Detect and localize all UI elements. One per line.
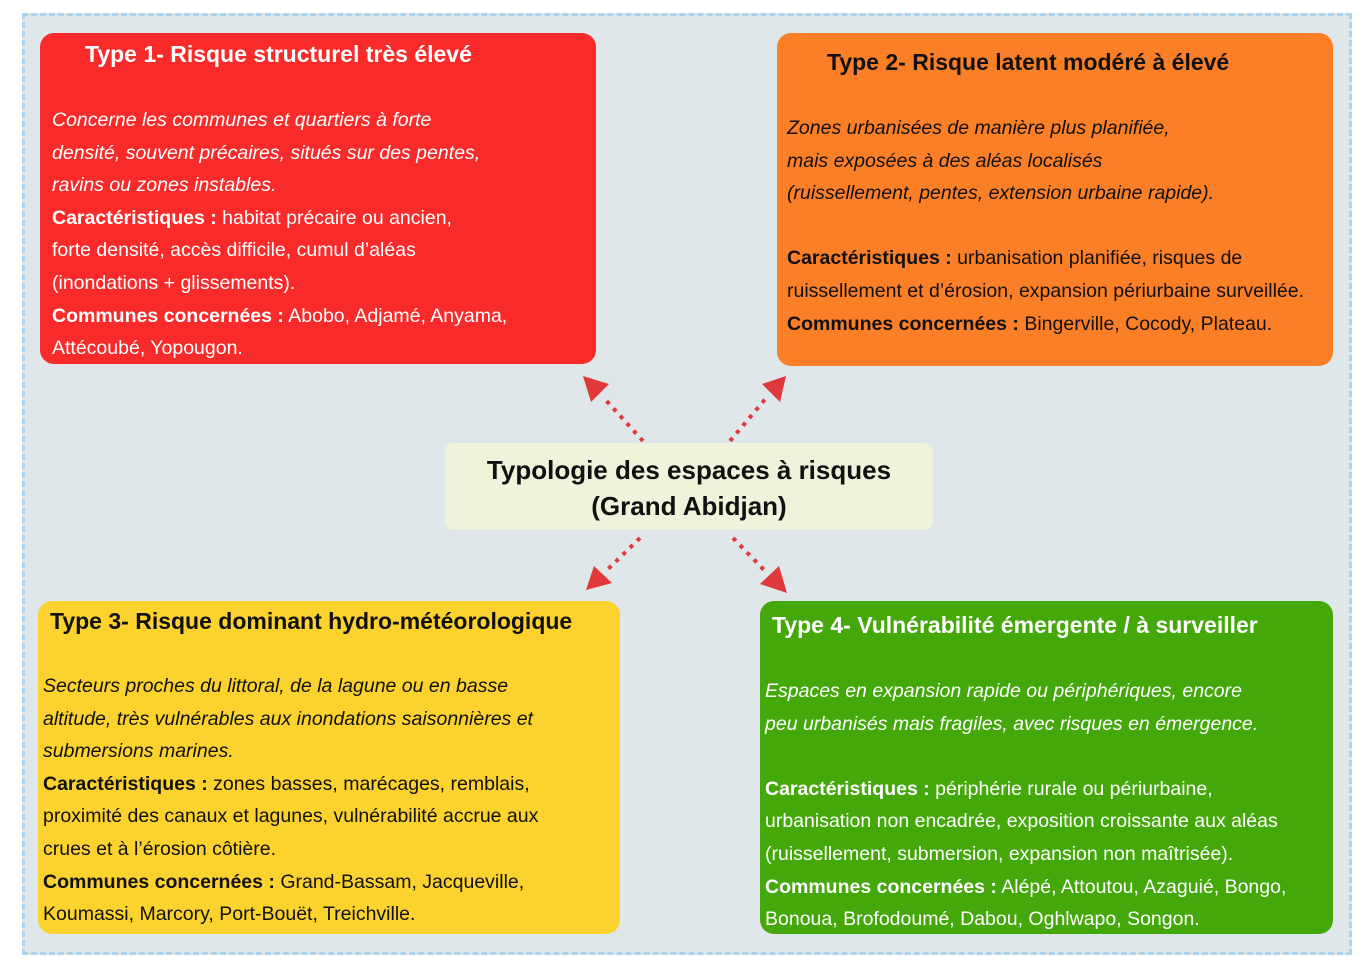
description-text: Secteurs proches du littoral, de la lagu… <box>43 675 509 697</box>
description-text: Concerne les communes et quartiers à for… <box>52 109 432 131</box>
arrowhead-type3 <box>586 566 612 590</box>
arrowhead-type2 <box>762 376 786 402</box>
text-line: Caractéristiques : urbanisation planifié… <box>787 242 1304 275</box>
description-text: peu urbanisés mais fragiles, avec risque… <box>765 712 1259 735</box>
field-label: Caractéristiques : <box>787 247 952 270</box>
field-value: zones basses, marécages, remblais, <box>207 772 530 795</box>
central-topic: Typologie des espaces à risques (Grand A… <box>445 443 933 530</box>
field-value: habitat précaire ou ancien, <box>216 206 452 229</box>
field-value: crues et à l’érosion côtière. <box>43 837 277 860</box>
description-text: Espaces en expansion rapide ou périphéri… <box>765 680 1242 702</box>
field-value: Abobo, Adjamé, Anyama, <box>283 304 508 327</box>
type4-title: Type 4- Vulnérabilité émergente / à surv… <box>772 612 1258 638</box>
description-text: Zones urbanisées de manière plus planifi… <box>787 117 1170 139</box>
field-label: Communes concernées : <box>787 312 1019 335</box>
text-line: mais exposées à des aléas localisés <box>787 145 1304 178</box>
description-text: (ruissellement, pentes, extension urbain… <box>787 182 1215 205</box>
type3-title: Type 3- Risque dominant hydro-météorolog… <box>50 608 573 634</box>
text-line: Bonoua, Brofodoumé, Dabou, Oghlwapo, Son… <box>765 903 1286 936</box>
type2-body: Zones urbanisées de manière plus planifi… <box>787 112 1304 340</box>
description-text: densité, souvent précaires, situés sur d… <box>52 141 481 164</box>
arrowhead-type4 <box>760 566 787 593</box>
text-line: crues et à l’érosion côtière. <box>43 833 538 866</box>
text-line: forte densité, accès difficile, cumul d’… <box>52 234 507 267</box>
field-label: Caractéristiques : <box>52 206 217 229</box>
arrow-to-type4 <box>731 536 768 574</box>
text-line <box>787 210 1304 243</box>
text-line: Communes concernées : Bingerville, Cocod… <box>787 308 1304 341</box>
text-line <box>765 740 1286 773</box>
description-text: mais exposées à des aléas localisés <box>787 149 1103 172</box>
text-line: Communes concernées : Abobo, Adjamé, Any… <box>52 300 507 333</box>
type4-box: Type 4- Vulnérabilité émergente / à surv… <box>760 601 1333 934</box>
text-line: (ruissellement, submersion, expansion no… <box>765 838 1286 871</box>
text-line: urbanisation non encadrée, exposition cr… <box>765 805 1286 838</box>
arrowhead-type1 <box>583 376 609 402</box>
field-value: (ruissellement, submersion, expansion no… <box>765 842 1234 865</box>
field-value: urbanisation non encadrée, exposition cr… <box>765 810 1278 833</box>
field-label: Caractéristiques : <box>43 772 208 795</box>
text-line: (ruissellement, pentes, extension urbain… <box>787 177 1304 210</box>
field-value: (inondations + glissements). <box>52 271 296 294</box>
text-line: proximité des canaux et lagunes, vulnéra… <box>43 800 538 833</box>
field-value: urbanisation planifiée, risques de <box>951 247 1243 270</box>
text-line: altitude, très vulnérables aux inondatio… <box>43 703 538 736</box>
arrow-to-type3 <box>603 536 642 574</box>
type2-box: Type 2- Risque latent modéré à élevé Zon… <box>777 33 1333 366</box>
field-value: forte densité, accès difficile, cumul d’… <box>52 239 416 262</box>
text-line: Communes concernées : Grand-Bassam, Jacq… <box>43 866 538 899</box>
description-text: ravins ou zones instables. <box>52 174 277 197</box>
text-line: Attécoubé, Yopougon. <box>52 332 507 365</box>
field-value: Koumassi, Marcory, Port-Bouët, Treichvil… <box>43 903 416 926</box>
text-line: ruissellement et d’érosion, expansion pé… <box>787 275 1304 308</box>
type1-title: Type 1- Risque structurel très élevé <box>85 41 472 67</box>
field-label: Communes concernées : <box>52 304 284 327</box>
field-label: Communes concernées : <box>43 870 275 893</box>
text-line: Caractéristiques : périphérie rurale ou … <box>765 773 1286 806</box>
field-value: Grand-Bassam, Jacqueville, <box>274 870 525 893</box>
type1-body: Concerne les communes et quartiers à for… <box>52 104 507 365</box>
field-value: Attécoubé, Yopougon. <box>52 337 243 360</box>
description-text: altitude, très vulnérables aux inondatio… <box>43 707 533 730</box>
field-value: périphérie rurale ou périurbaine, <box>929 777 1213 800</box>
arrow-to-type2 <box>728 395 769 443</box>
text-line: Caractéristiques : habitat précaire ou a… <box>52 202 507 235</box>
text-line: Caractéristiques : zones basses, marécag… <box>43 768 538 801</box>
field-value: proximité des canaux et lagunes, vulnéra… <box>43 805 539 828</box>
text-line: Espaces en expansion rapide ou périphéri… <box>765 675 1286 708</box>
field-label: Communes concernées : <box>765 875 997 898</box>
type4-body: Espaces en expansion rapide ou périphéri… <box>765 675 1286 936</box>
type1-box: Type 1- Risque structurel très élevé Con… <box>40 33 596 364</box>
field-label: Caractéristiques : <box>765 777 930 800</box>
text-line: peu urbanisés mais fragiles, avec risque… <box>765 708 1286 741</box>
text-line: submersions marines. <box>43 735 538 768</box>
text-line: Zones urbanisées de manière plus planifi… <box>787 112 1304 145</box>
type2-title: Type 2- Risque latent modéré à élevé <box>827 49 1230 75</box>
arrow-to-type1 <box>601 395 645 443</box>
field-value: ruissellement et d’érosion, expansion pé… <box>787 279 1305 302</box>
text-line: Koumassi, Marcory, Port-Bouët, Treichvil… <box>43 898 538 931</box>
text-line: (inondations + glissements). <box>52 267 507 300</box>
text-line: ravins ou zones instables. <box>52 169 507 202</box>
text-line: Secteurs proches du littoral, de la lagu… <box>43 670 538 703</box>
text-line: Communes concernées : Alépé, Attoutou, A… <box>765 871 1286 904</box>
text-line: densité, souvent précaires, situés sur d… <box>52 137 507 170</box>
field-value: Bonoua, Brofodoumé, Dabou, Oghlwapo, Son… <box>765 908 1200 931</box>
type3-box: Type 3- Risque dominant hydro-météorolog… <box>38 601 620 934</box>
field-value: Bingerville, Cocody, Plateau. <box>1018 312 1273 335</box>
type3-body: Secteurs proches du littoral, de la lagu… <box>43 670 538 931</box>
description-text: submersions marines. <box>43 740 234 763</box>
central-topic-line2: (Grand Abidjan) <box>591 491 787 521</box>
field-value: Alépé, Attoutou, Azaguié, Bongo, <box>996 875 1287 898</box>
central-topic-line1: Typologie des espaces à risques <box>486 455 892 485</box>
text-line: Concerne les communes et quartiers à for… <box>52 104 507 137</box>
